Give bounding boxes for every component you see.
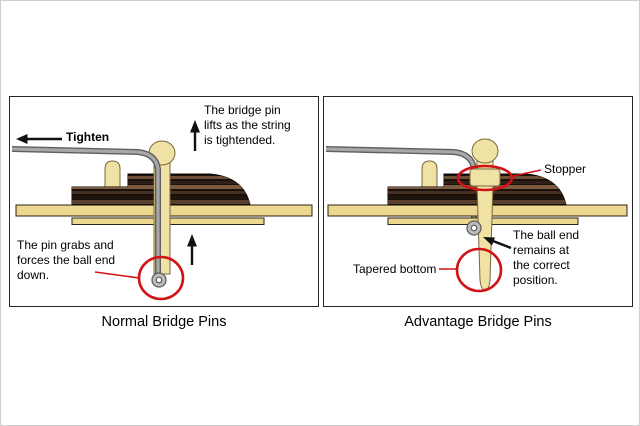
ball-end-arrow bbox=[483, 237, 512, 250]
normal-pin-illustration bbox=[11, 120, 313, 301]
ball-end bbox=[466, 220, 482, 236]
grab-note-connector-line bbox=[94, 271, 140, 279]
grab-note: The pin grabs and forces the ball end do… bbox=[17, 238, 116, 282]
tighten-label: Tighten bbox=[66, 130, 110, 144]
tapered-bottom-highlight-circle bbox=[455, 247, 503, 293]
lift-arrow bbox=[190, 120, 200, 151]
stopper-connector-line bbox=[512, 169, 542, 177]
push-up-arrow bbox=[187, 234, 197, 265]
normal-bridge-pin-panel: Tighten The bridge pin lifts as the stri… bbox=[9, 96, 319, 307]
stopper-label: Stopper bbox=[544, 162, 587, 176]
ball-end bbox=[151, 272, 167, 288]
normal-pins-caption: Normal Bridge Pins bbox=[101, 314, 227, 330]
guitar-string bbox=[11, 146, 161, 276]
lift-note: The bridge pin lifts as the string is ti… bbox=[204, 103, 291, 147]
adjacent-pin bbox=[421, 160, 438, 191]
adjacent-pin bbox=[104, 160, 121, 191]
tapered-bottom-label: Tapered bottom bbox=[353, 262, 437, 276]
tighten-arrow bbox=[16, 134, 62, 144]
advantage-pin-illustration bbox=[325, 138, 628, 293]
ball-position-note: The ball end remains at the correct posi… bbox=[513, 228, 580, 287]
stopper-flange bbox=[469, 168, 501, 187]
advantage-pins-caption: Advantage Bridge Pins bbox=[404, 314, 552, 330]
stopper-highlight-circle bbox=[456, 164, 514, 192]
advantage-bridge-pin-panel: Stopper Tapered bottom The ball end rema… bbox=[323, 96, 633, 307]
